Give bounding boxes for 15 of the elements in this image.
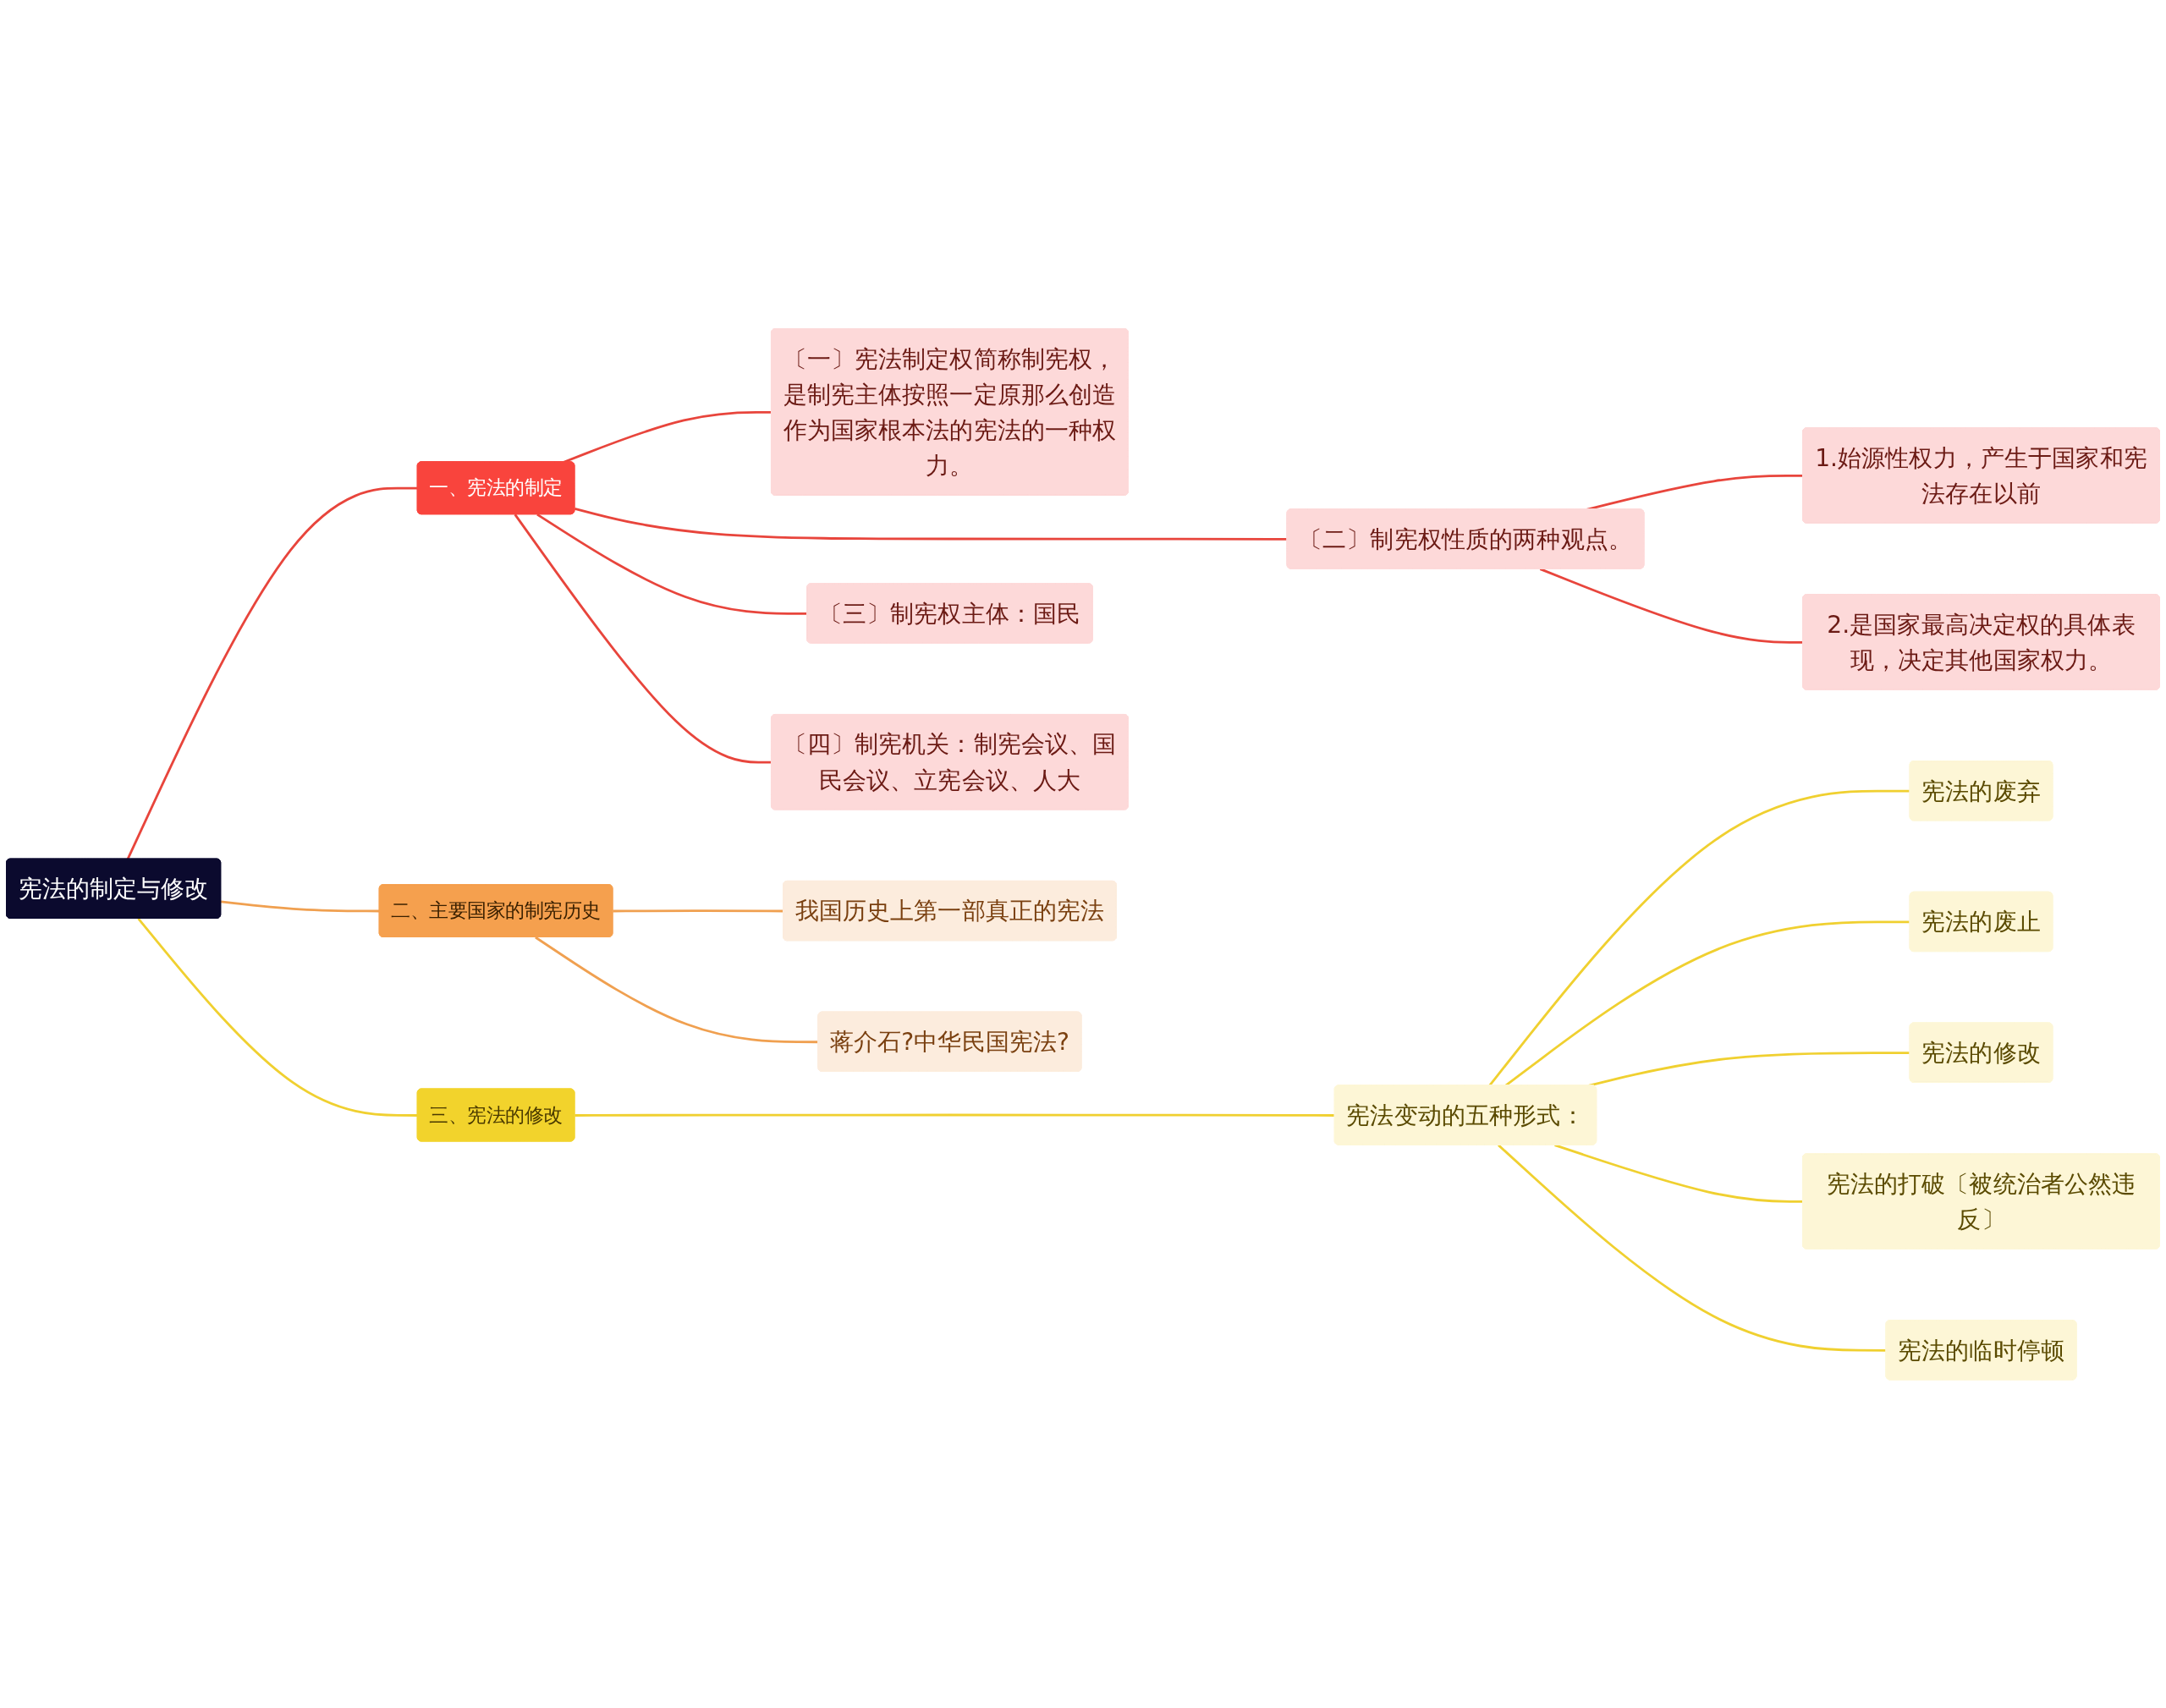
connector [514, 513, 772, 764]
connector [1498, 1144, 1887, 1352]
connector [574, 1113, 1335, 1117]
connector [1488, 789, 1910, 1086]
connector [137, 917, 418, 1117]
connector [1554, 1144, 1803, 1203]
connector [574, 507, 1288, 541]
connector [613, 909, 783, 913]
connector [1539, 568, 1803, 644]
connector [535, 936, 819, 1043]
connector [563, 410, 772, 464]
connector [126, 486, 418, 859]
connector [536, 513, 808, 615]
connector [1504, 920, 1910, 1087]
connector [221, 900, 380, 913]
